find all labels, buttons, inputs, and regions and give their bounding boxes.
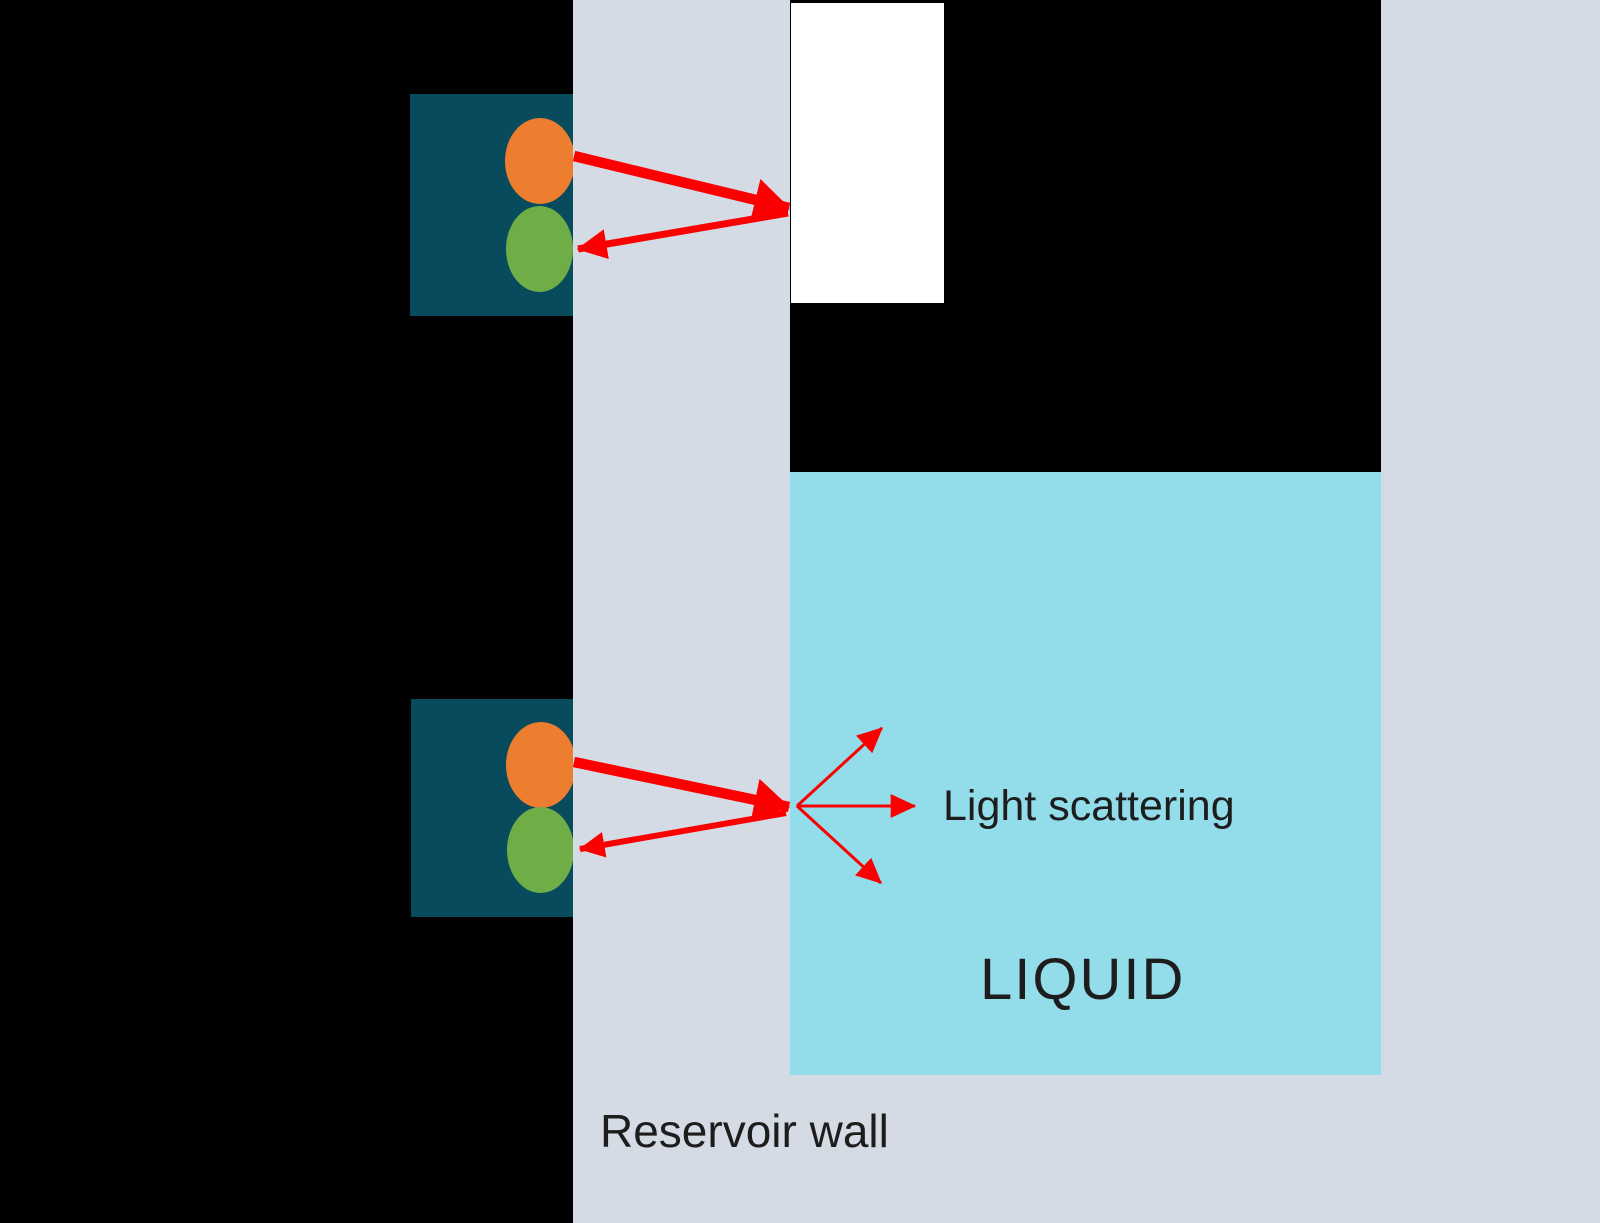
emitter-led-bottom: [506, 722, 573, 808]
detector-photodiode-bottom: [507, 807, 573, 893]
detector-photodiode-top: [506, 206, 573, 292]
reservoir-wall-label: Reservoir wall: [600, 1105, 889, 1157]
reservoir-wall-left: [573, 0, 790, 1223]
empty-air-region: [791, 3, 944, 303]
reservoir-wall-bottom: [790, 1075, 1381, 1223]
liquid-region: [790, 472, 1381, 1075]
reservoir-wall-right: [1381, 0, 1600, 1223]
liquid-label: LIQUID: [980, 947, 1186, 1012]
light-scattering-label: Light scattering: [943, 782, 1235, 830]
emitter-led-top: [505, 118, 573, 204]
sensor-module-top: [410, 94, 573, 316]
sensor-module-bottom: [411, 699, 573, 917]
